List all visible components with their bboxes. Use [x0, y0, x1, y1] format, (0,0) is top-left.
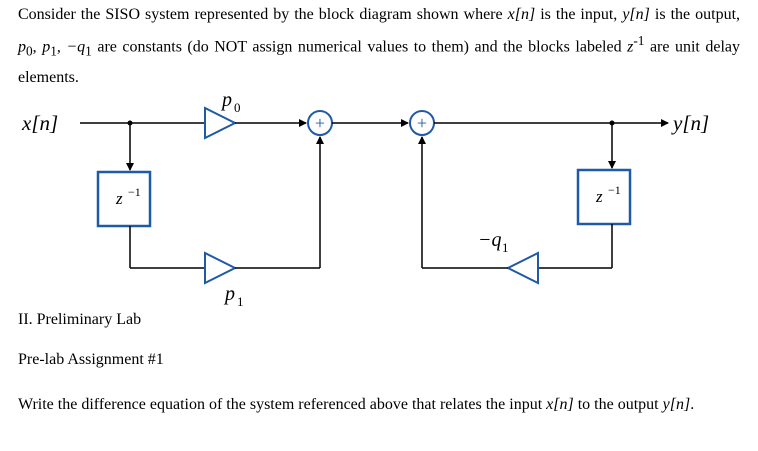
gain-p0-label: p	[220, 89, 232, 111]
gain-q1-sub: 1	[502, 240, 509, 255]
gain-q1-triangle	[505, 251, 539, 285]
gain-q1-label: −q	[478, 229, 502, 251]
delay-left-label: z	[115, 189, 123, 208]
delay-left	[96, 170, 152, 228]
problem-statement: Consider the SISO system represented by …	[18, 6, 741, 86]
gain-p1-triangle	[204, 251, 238, 285]
section-heading: II. Preliminary Lab	[18, 311, 142, 328]
input-label: x[n]	[21, 111, 58, 135]
gain-p0-triangle	[204, 106, 238, 140]
block-diagram: + + z −1 z −1 x[n] y[n] p 0 p 1 −q 1	[21, 89, 709, 309]
gain-p1-label: p	[223, 283, 235, 305]
delay-right-exp: −1	[608, 183, 621, 197]
assignment-heading: Pre-lab Assignment #1	[18, 351, 164, 368]
adder-1-symbol: +	[315, 113, 325, 133]
delay-right-label: z	[595, 187, 603, 206]
question-text: Write the difference equation of the sys…	[18, 396, 695, 413]
adder-2-symbol: +	[417, 113, 427, 133]
delay-left-exp: −1	[128, 185, 141, 199]
gain-p1-sub: 1	[237, 294, 244, 309]
gain-p0-sub: 0	[234, 100, 241, 115]
delay-right	[576, 168, 632, 226]
output-label: y[n]	[671, 111, 709, 135]
